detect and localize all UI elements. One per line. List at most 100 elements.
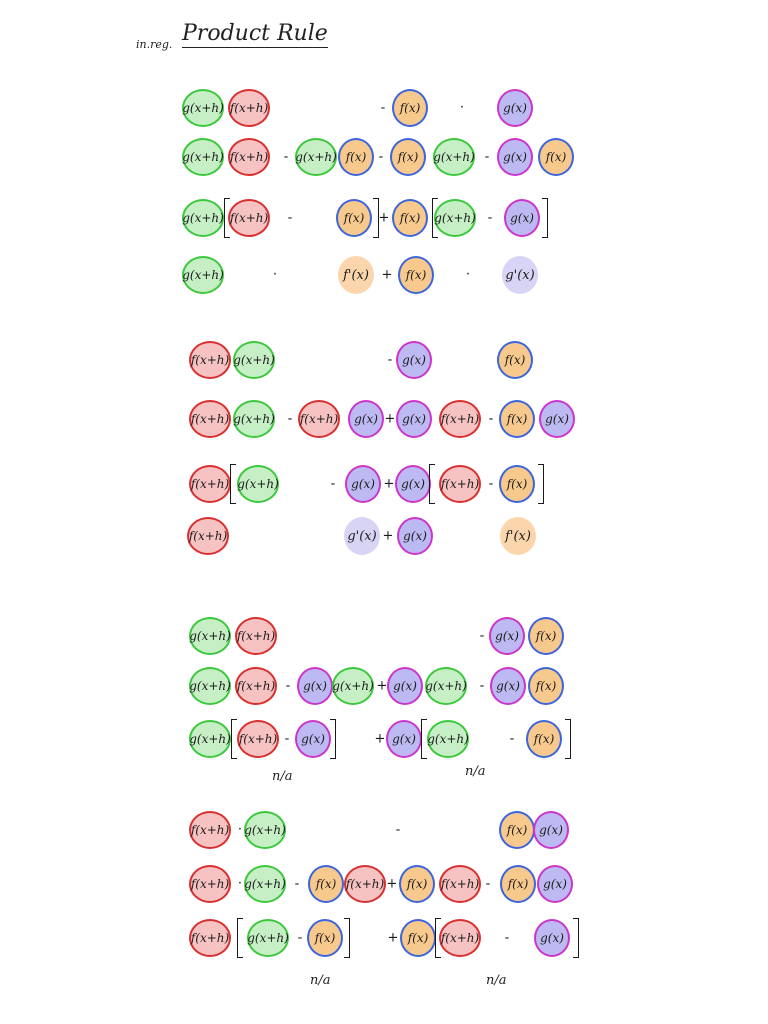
minus-sign: -	[285, 678, 291, 694]
left-bracket	[231, 719, 237, 759]
minus-sign: -	[330, 476, 336, 492]
g-x-term: g(x)	[297, 667, 333, 705]
g-x-term: g(x)	[533, 811, 569, 849]
f-x-term: f(x)	[526, 720, 562, 758]
right-bracket	[542, 198, 548, 238]
left-bracket	[421, 719, 427, 759]
f-x-plus-h-term: f(x+h)	[228, 199, 270, 237]
g-x-term: g(x)	[396, 341, 432, 379]
plus-sign: +	[384, 411, 396, 427]
right-bracket	[373, 198, 379, 238]
g-x-plus-h-term: g(x+h)	[425, 667, 467, 705]
g-x-term: g(x)	[397, 517, 433, 555]
f-x-term: f(x)	[499, 465, 535, 503]
g-x-plus-h-term: g(x+h)	[295, 138, 337, 176]
f-x-plus-h-term: f(x+h)	[228, 138, 270, 176]
right-bracket	[344, 918, 350, 958]
left-bracket	[224, 198, 230, 238]
g-x-plus-h-term: g(x+h)	[433, 138, 475, 176]
g-x-plus-h-term: g(x+h)	[244, 811, 286, 849]
g-x-term: g(x)	[537, 865, 573, 903]
g-x-plus-h-term: g(x+h)	[434, 199, 476, 237]
f-x-plus-h-term: f(x+h)	[189, 400, 231, 438]
minus-sign: -	[484, 149, 490, 165]
left-bracket	[429, 464, 435, 504]
f-x-term: f(x)	[399, 865, 435, 903]
minus-sign: -	[509, 731, 515, 747]
f-x-plus-h-term: f(x+h)	[439, 865, 481, 903]
minus-sign: -	[380, 100, 386, 116]
minus-sign: -	[387, 352, 393, 368]
plus-sign: +	[382, 528, 394, 544]
g-x-term: g(x)	[504, 199, 540, 237]
f-x-term: f(x)	[528, 617, 564, 655]
f-x-plus-h-term: f(x+h)	[439, 400, 481, 438]
minus-sign: -	[479, 628, 485, 644]
plus-sign: +	[387, 930, 399, 946]
f-x-plus-h-term: f(x+h)	[237, 720, 279, 758]
f-x-plus-h-term: f(x+h)	[187, 517, 229, 555]
minus-sign: -	[294, 876, 300, 892]
g-x-plus-h-term: g(x+h)	[182, 256, 224, 294]
minus-sign: -	[287, 210, 293, 226]
plus-sign: +	[381, 267, 393, 283]
left-bracket	[237, 918, 243, 958]
left-bracket	[432, 198, 438, 238]
f-x-plus-h-term: f(x+h)	[189, 865, 231, 903]
page-title: Product Rule	[182, 21, 328, 48]
na-note: n/a	[465, 764, 486, 779]
na-note: n/a	[310, 973, 331, 988]
plus-sign: +	[376, 678, 388, 694]
g-prime-x-term: g'(x)	[502, 256, 538, 294]
dot-sign: ·	[459, 100, 465, 116]
g-x-term: g(x)	[396, 400, 432, 438]
dot-sign: ·	[237, 822, 243, 838]
g-x-plus-h-term: g(x+h)	[233, 341, 275, 379]
minus-sign: -	[283, 149, 289, 165]
g-x-term: g(x)	[497, 89, 533, 127]
g-x-term: g(x)	[497, 138, 533, 176]
g-x-term: g(x)	[295, 720, 331, 758]
minus-sign: -	[488, 476, 494, 492]
f-x-plus-h-term: f(x+h)	[235, 667, 277, 705]
f-x-plus-h-term: f(x+h)	[439, 465, 481, 503]
f-x-term: f(x)	[398, 256, 434, 294]
plus-sign: +	[383, 476, 395, 492]
g-prime-x-term: g'(x)	[344, 517, 380, 555]
f-x-term: f(x)	[307, 919, 343, 957]
g-x-plus-h-term: g(x+h)	[189, 617, 231, 655]
f-x-plus-h-term: f(x+h)	[235, 617, 277, 655]
minus-sign: -	[284, 731, 290, 747]
f-x-plus-h-term: f(x+h)	[189, 341, 231, 379]
g-x-plus-h-term: g(x+h)	[182, 199, 224, 237]
f-x-term: f(x)	[497, 341, 533, 379]
f-x-plus-h-term: f(x+h)	[298, 400, 340, 438]
minus-sign: -	[378, 149, 384, 165]
f-x-plus-h-term: f(x+h)	[439, 919, 481, 957]
f-x-term: f(x)	[390, 138, 426, 176]
f-x-term: f(x)	[336, 199, 372, 237]
g-x-plus-h-term: g(x+h)	[247, 919, 289, 957]
g-x-plus-h-term: g(x+h)	[182, 138, 224, 176]
note-prefix: in.reg.	[136, 38, 173, 51]
g-x-plus-h-term: g(x+h)	[237, 465, 279, 503]
f-prime-x-term: f'(x)	[338, 256, 374, 294]
g-x-term: g(x)	[489, 617, 525, 655]
g-x-term: g(x)	[348, 400, 384, 438]
na-note: n/a	[486, 973, 507, 988]
f-x-term: f(x)	[499, 400, 535, 438]
f-x-term: f(x)	[338, 138, 374, 176]
f-x-term: f(x)	[528, 667, 564, 705]
f-x-plus-h-term: f(x+h)	[189, 919, 231, 957]
f-x-term: f(x)	[400, 919, 436, 957]
f-x-term: f(x)	[392, 199, 428, 237]
minus-sign: -	[488, 411, 494, 427]
left-bracket	[435, 918, 441, 958]
g-x-plus-h-term: g(x+h)	[233, 400, 275, 438]
f-prime-x-term: f'(x)	[500, 517, 536, 555]
minus-sign: -	[395, 822, 401, 838]
g-x-plus-h-term: g(x+h)	[332, 667, 374, 705]
g-x-plus-h-term: g(x+h)	[182, 89, 224, 127]
g-x-plus-h-term: g(x+h)	[189, 667, 231, 705]
f-x-term: f(x)	[392, 89, 428, 127]
